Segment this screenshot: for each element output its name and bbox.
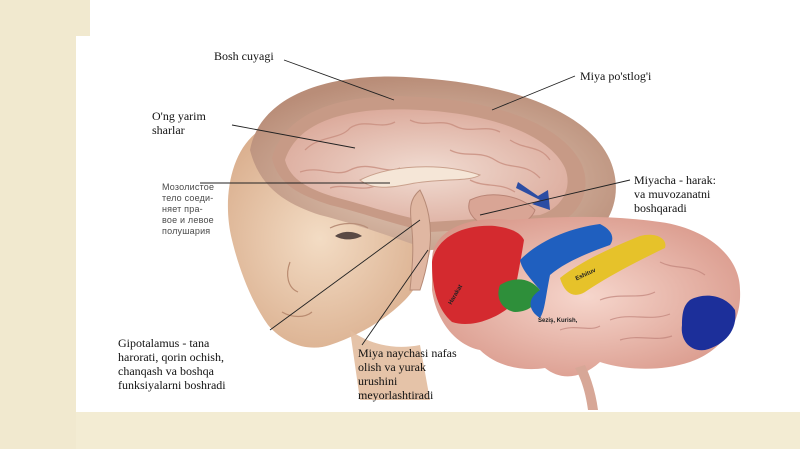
lobe-label-orange: Seziş, Kurish,	[538, 318, 578, 324]
eye	[335, 231, 362, 240]
leader-miyacha	[479, 179, 631, 216]
bottom-margin-band	[76, 412, 800, 449]
label-gipotalamus: Gipotalamus - tana harorati, qorin ochis…	[118, 336, 226, 392]
leader-miya-postlogi	[491, 75, 576, 111]
slide-top-area	[90, 0, 800, 36]
russian-note: Мозолистое тело соеди- няет пра- вое и л…	[162, 182, 215, 236]
top-margin-band	[76, 0, 90, 36]
cortex-folds	[299, 119, 551, 193]
cortex-section	[285, 109, 568, 222]
leader-ong-yarim	[231, 124, 356, 149]
lobe-green	[498, 279, 540, 312]
label-bosh-cuyagi: Bosh cuyagi	[214, 49, 274, 63]
leader-gipotalamus	[269, 219, 421, 331]
left-margin-band	[0, 0, 76, 449]
leader-bosh-cuyagi	[283, 59, 395, 101]
label-miya-naychasi: Miya naychasi nafas olish va yurak urush…	[358, 346, 457, 402]
neck	[350, 330, 430, 400]
label-ong-yarim-sharlar: O'ng yarim sharlar	[152, 109, 206, 137]
blue-arrow	[516, 182, 550, 210]
brain-stem	[409, 189, 431, 291]
spinal-cord	[575, 365, 598, 410]
side-brain-group	[432, 216, 741, 410]
lobe-blue	[520, 224, 613, 318]
leader-lines	[200, 59, 631, 346]
lobe-darkblue	[681, 295, 736, 351]
side-brain-folds	[559, 261, 706, 341]
leader-miya-naychasi	[361, 249, 429, 346]
head-group	[227, 76, 616, 400]
corpus-callosum	[359, 166, 482, 188]
lobe-yellow	[560, 234, 666, 295]
label-miya-postlogi: Miya po'stlog'i	[580, 69, 652, 83]
label-miyacha: Miyacha - harak: va muvozanatni boshqara…	[634, 173, 716, 215]
